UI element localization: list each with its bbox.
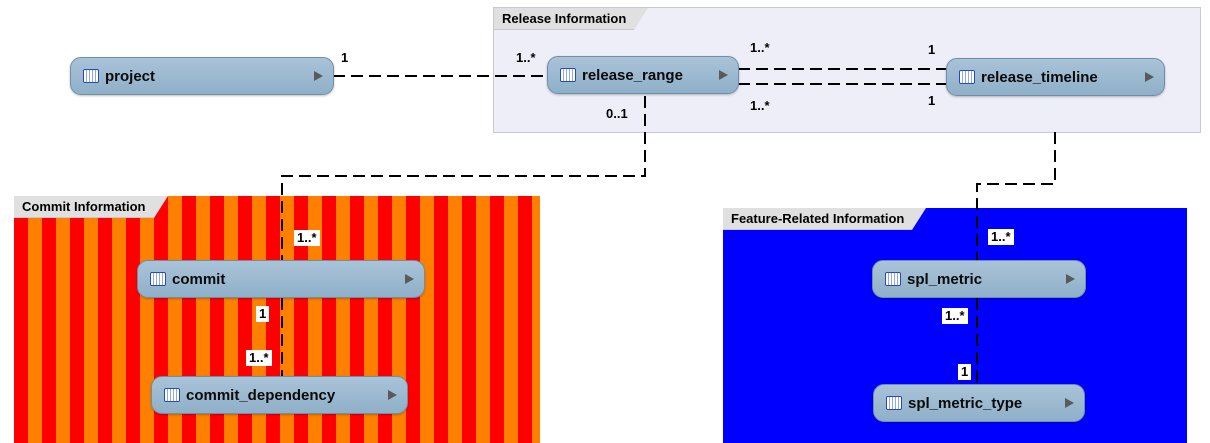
table-icon [164, 388, 180, 402]
cardinality-label: 1 [341, 50, 349, 65]
cardinality-label: 1 [928, 42, 936, 57]
table-icon [560, 68, 576, 82]
entity-label: project [105, 67, 156, 85]
expand-arrow-icon[interactable] [1065, 398, 1074, 408]
cardinality-label: 1 [928, 93, 936, 108]
group-title: Release Information [494, 8, 649, 30]
entity-label: release_range [582, 66, 683, 84]
entity-release-range[interactable]: release_range [547, 56, 739, 94]
entity-spl-metric-type[interactable]: spl_metric_type [873, 384, 1085, 422]
expand-arrow-icon[interactable] [388, 390, 397, 400]
table-icon [885, 272, 901, 286]
group-title: Commit Information [14, 196, 167, 218]
table-icon [959, 70, 975, 84]
group-title: Feature-Related Information [723, 208, 927, 230]
entity-commit[interactable]: commit [137, 260, 425, 298]
entity-spl-metric[interactable]: spl_metric [872, 260, 1086, 298]
expand-arrow-icon[interactable] [719, 70, 728, 80]
entity-label: commit_dependency [186, 386, 336, 404]
cardinality-label: 1..* [750, 40, 770, 55]
cardinality-label: 1..* [516, 50, 536, 65]
entity-commit-dependency[interactable]: commit_dependency [151, 376, 408, 414]
table-icon [150, 272, 166, 286]
expand-arrow-icon[interactable] [314, 71, 323, 81]
expand-arrow-icon[interactable] [405, 274, 414, 284]
expand-arrow-icon[interactable] [1066, 274, 1075, 284]
entity-label: release_timeline [981, 68, 1098, 86]
cardinality-label: 1..* [750, 98, 770, 113]
cardinality-label: 1 [256, 306, 270, 322]
entity-label: spl_metric_type [908, 394, 1023, 412]
entity-label: commit [172, 270, 226, 288]
entity-project[interactable]: project [70, 57, 334, 95]
cardinality-label: 1 [958, 364, 972, 380]
expand-arrow-icon[interactable] [1145, 72, 1154, 82]
cardinality-label: 0..1 [606, 106, 628, 121]
cardinality-label: 1..* [294, 230, 320, 246]
cardinality-label: 1..* [246, 350, 272, 366]
cardinality-label: 1..* [988, 229, 1014, 245]
cardinality-label: 1..* [942, 308, 968, 324]
table-icon [886, 396, 902, 410]
entity-release-timeline[interactable]: release_timeline [946, 58, 1165, 96]
table-icon [83, 69, 99, 83]
entity-label: spl_metric [907, 270, 983, 288]
